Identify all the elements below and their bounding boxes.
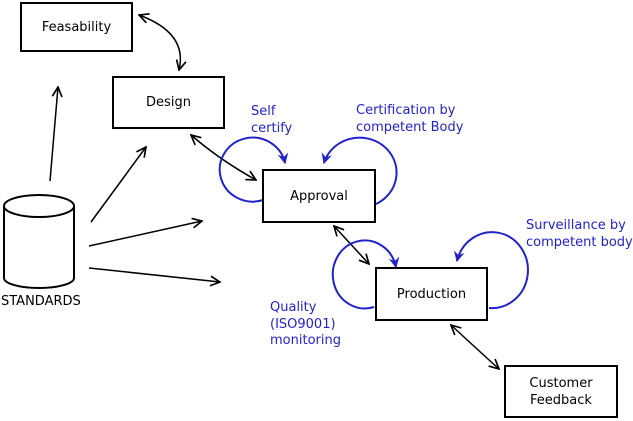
node-design: Design [112, 76, 225, 129]
label-self-certify: Self certify [251, 104, 293, 136]
arrow-standards-to-feasability [49, 87, 58, 182]
loop-certification-competent-body [321, 136, 398, 205]
label-certification-by-competent-body: Certification by competent Body [356, 103, 464, 135]
loop-quality-monitoring [331, 239, 400, 310]
loop-surveillance-competent-body [453, 231, 529, 310]
label-quality-iso9001-monitoring: Quality (ISO9001) monitoring [270, 300, 341, 348]
loop-self-certify [218, 136, 289, 203]
label-surveillance-by-competent-body: Surveillance by competent body [526, 218, 633, 250]
arrow-approval-production [334, 226, 369, 264]
arrow-standards-to-approval [88, 221, 202, 247]
node-approval: Approval [262, 169, 376, 223]
arrow-standards-to-production [88, 267, 220, 282]
arrow-feasability-design [139, 15, 180, 70]
node-feasability: Feasability [20, 2, 133, 52]
arrow-production-customer-feedback [451, 325, 499, 369]
node-production: Production [375, 267, 488, 321]
label-standards: STANDARDS [1, 294, 81, 309]
node-customer-feedback: Customer Feedback [504, 365, 618, 418]
arrow-design-approval [191, 135, 256, 180]
standards-cylinder [3, 194, 75, 289]
arrow-standards-to-design [90, 147, 146, 223]
